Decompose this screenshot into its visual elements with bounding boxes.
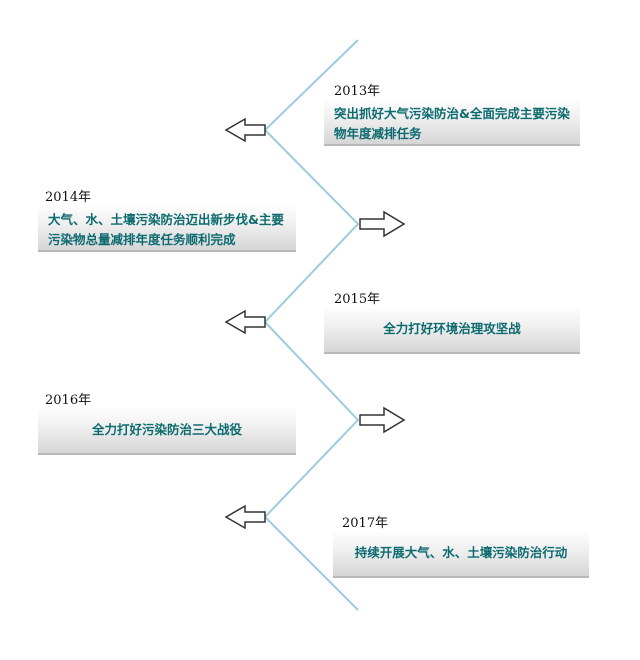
milestone-year: 2013年 (334, 84, 381, 99)
arrow-right-icon (359, 210, 406, 238)
milestone-box: 突出抓好大气污染防治&全面完成主要污染物年度减排任务 (324, 98, 580, 146)
milestone-box: 大气、水、土壤污染防治迈出新步伐&主要污染物总量减排年度任务顺利完成 (38, 204, 296, 252)
milestone-box: 全力打好环境治理攻坚战 (324, 306, 580, 354)
arrow-left-icon (224, 117, 266, 143)
arrow-right-icon (359, 406, 406, 434)
arrow-left-icon (224, 504, 266, 530)
milestone-box: 全力打好污染防治三大战役 (38, 407, 296, 455)
arrow-left-icon (224, 309, 266, 335)
milestone-year: 2016年 (45, 393, 92, 408)
milestone-year: 2015年 (334, 292, 381, 307)
milestone-year: 2014年 (45, 190, 92, 205)
milestone-box: 持续开展大气、水、土壤污染防治行动 (333, 530, 589, 578)
milestone-year: 2017年 (342, 516, 389, 531)
